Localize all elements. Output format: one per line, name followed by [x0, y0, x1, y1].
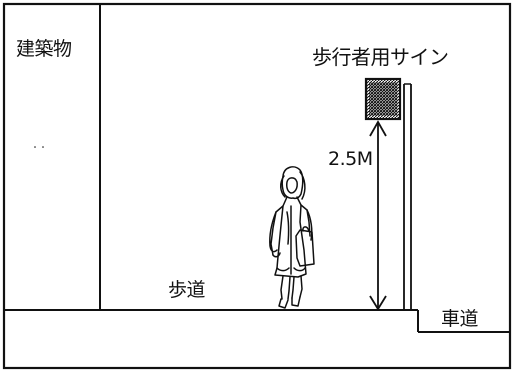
pedestrian-sign-panel [364, 77, 402, 121]
sign-label: 歩行者用サイン [312, 45, 449, 69]
pedestrian-figure [269, 166, 315, 309]
height-dimension-arrow [369, 120, 387, 311]
building-label: 建築物 [16, 38, 72, 60]
frame-border [2, 2, 512, 370]
height-label: 2.5M [328, 148, 373, 170]
sidewalk-label: 歩道 [168, 279, 206, 301]
roadway-label: 車道 [441, 308, 479, 330]
speck [34, 146, 36, 148]
speck [42, 146, 44, 148]
sign-pole [403, 83, 412, 310]
